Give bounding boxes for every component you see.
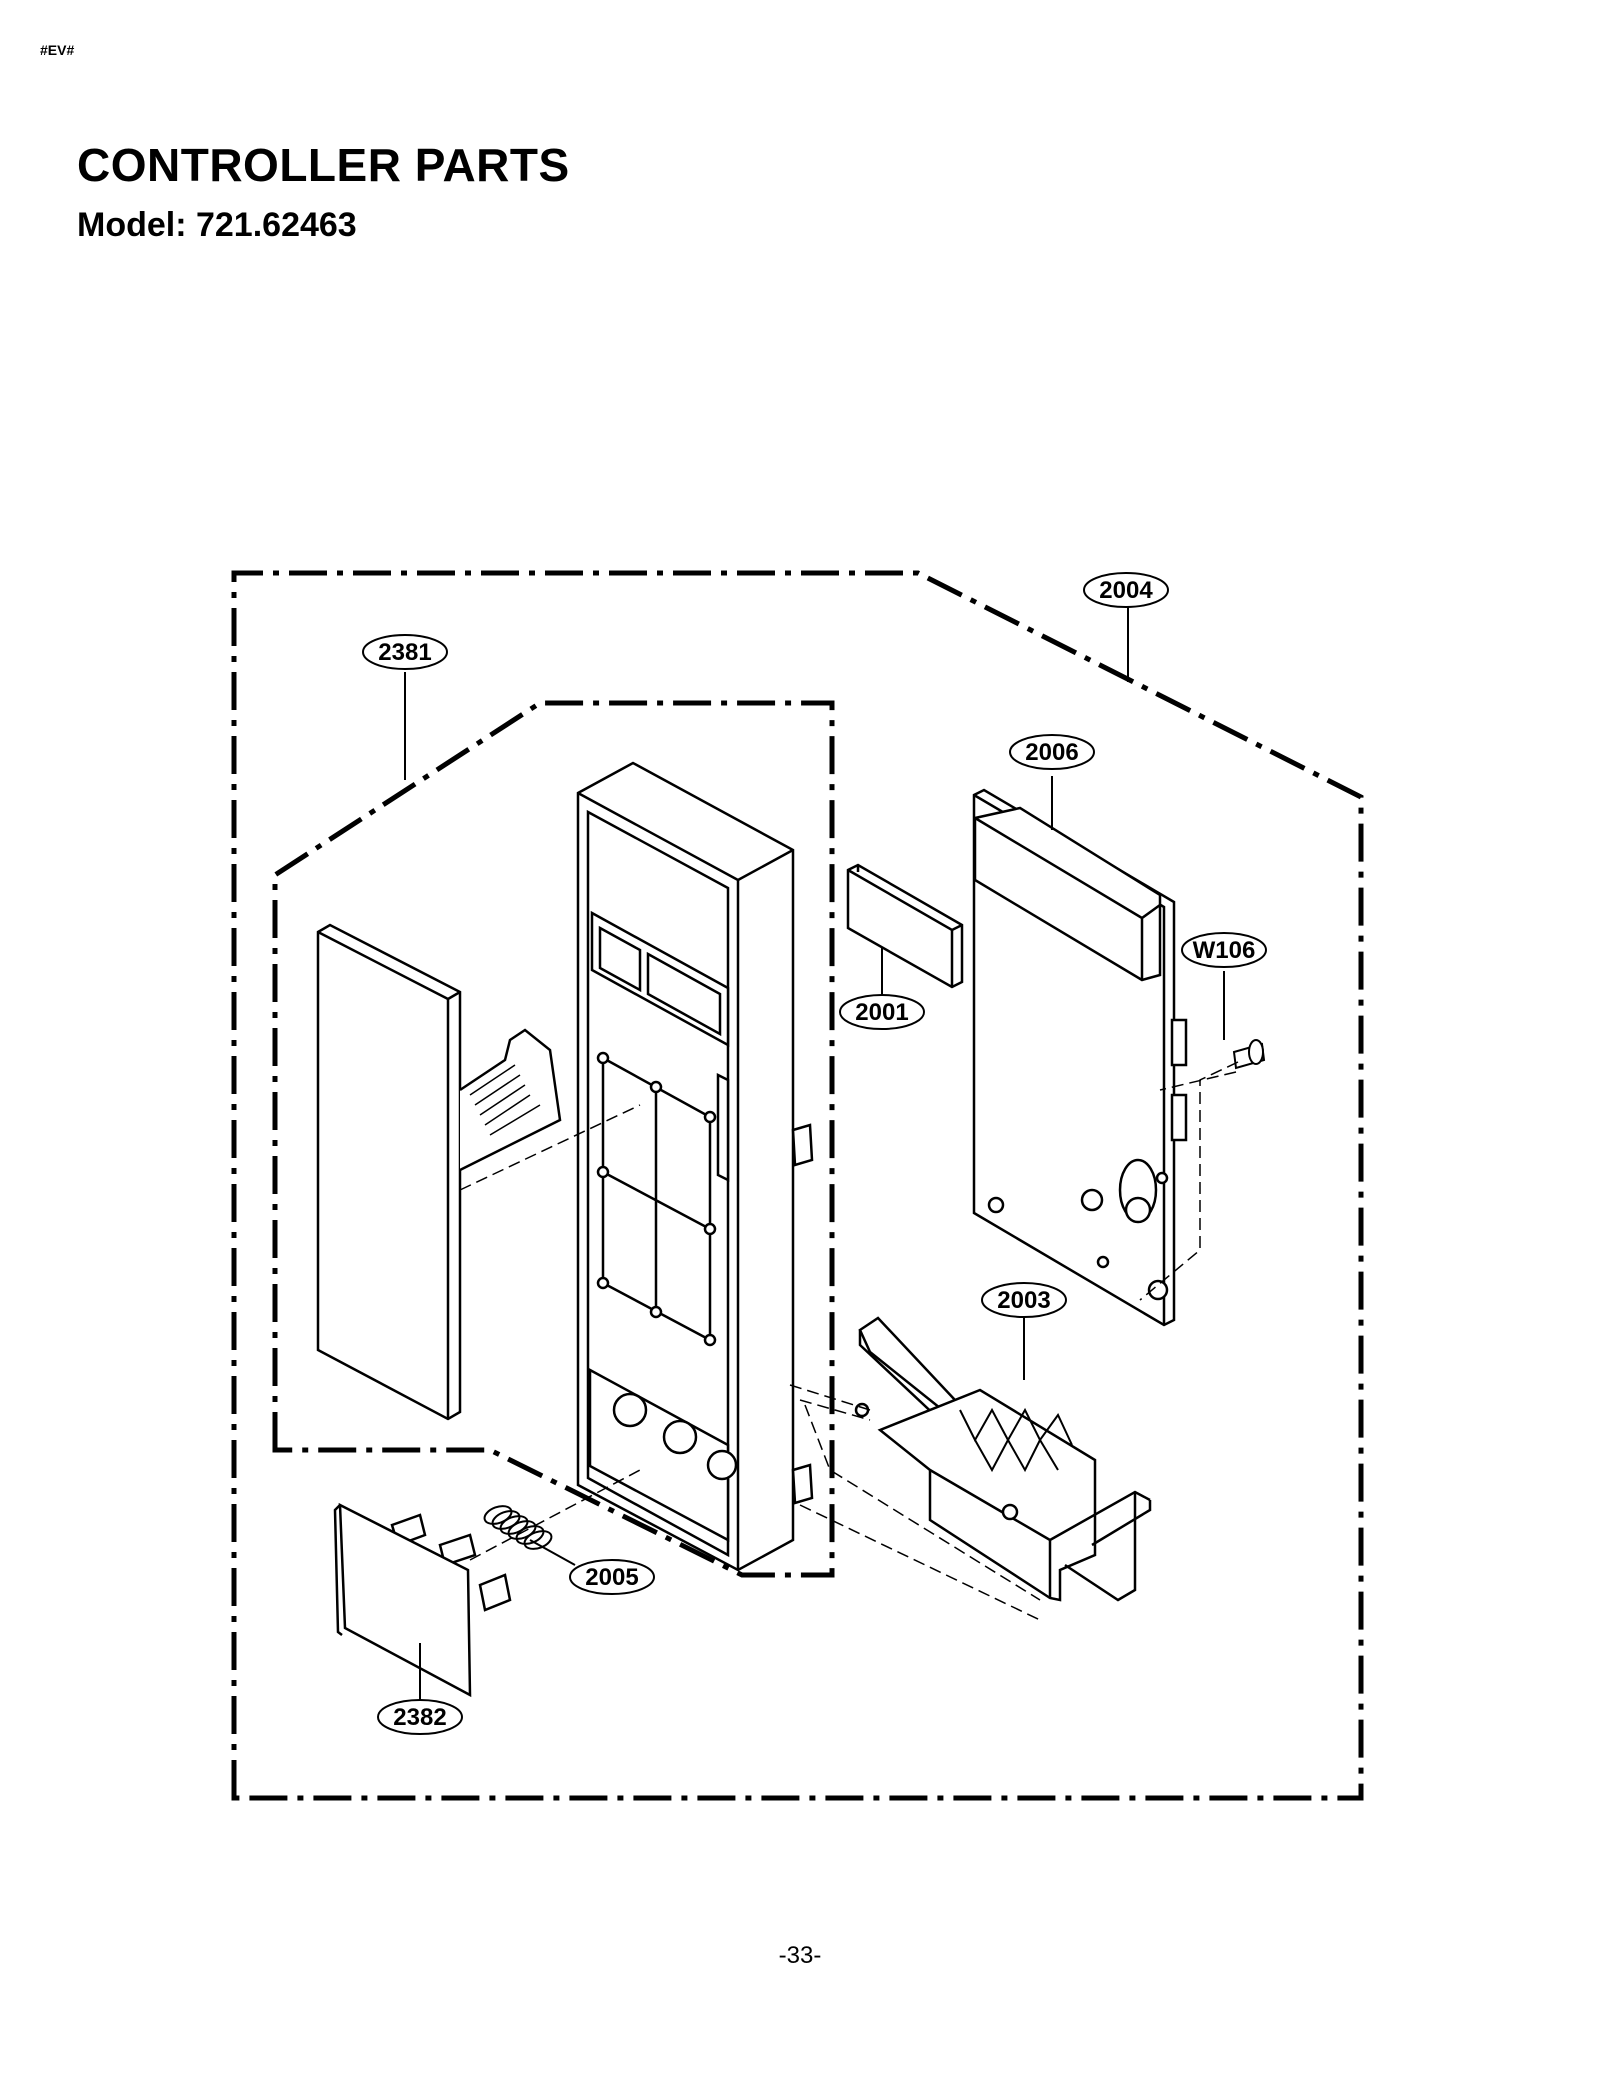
callout-2004: 2004: [1083, 572, 1169, 608]
assembly-guides: [459, 1061, 1239, 1621]
callout-2382-label: 2382: [393, 1704, 446, 1731]
display-filter: [846, 863, 964, 989]
callout-2003: 2003: [981, 1282, 1067, 1318]
inner-panel-boundary: [272, 700, 835, 1578]
callout-2001-label: 2001: [855, 999, 908, 1026]
callout-2006-label: 2006: [1025, 739, 1078, 766]
screw-w106: [1232, 1039, 1266, 1070]
door-button: [333, 1502, 512, 1698]
callout-w106-label: W106: [1193, 937, 1256, 964]
page-title: CONTROLLER PARTS: [77, 139, 570, 191]
callout-2005-label: 2005: [585, 1564, 638, 1591]
callout-2003-label: 2003: [997, 1287, 1050, 1314]
callout-2001: 2001: [839, 994, 925, 1030]
control-pcb: [972, 788, 1188, 1327]
header-code: #EV#: [40, 42, 75, 58]
callout-2006: 2006: [1009, 734, 1095, 770]
latch-lever: [854, 1316, 1152, 1602]
leader-lines: [404, 606, 1225, 1705]
callout-2005: 2005: [569, 1559, 655, 1595]
callout-2381-label: 2381: [378, 639, 431, 666]
model-number: Model: 721.62463: [77, 206, 357, 244]
spring: [483, 1505, 553, 1550]
page-number: -33-: [778, 1942, 822, 1969]
callout-w106: W106: [1181, 932, 1267, 968]
control-panel-frame: [576, 761, 814, 1572]
callout-2382: 2382: [377, 1699, 463, 1735]
callout-2381: 2381: [362, 634, 448, 670]
membrane-sheet: [316, 923, 562, 1421]
callout-2004-label: 2004: [1099, 577, 1153, 604]
outer-assembly-boundary: [231, 570, 1364, 1801]
